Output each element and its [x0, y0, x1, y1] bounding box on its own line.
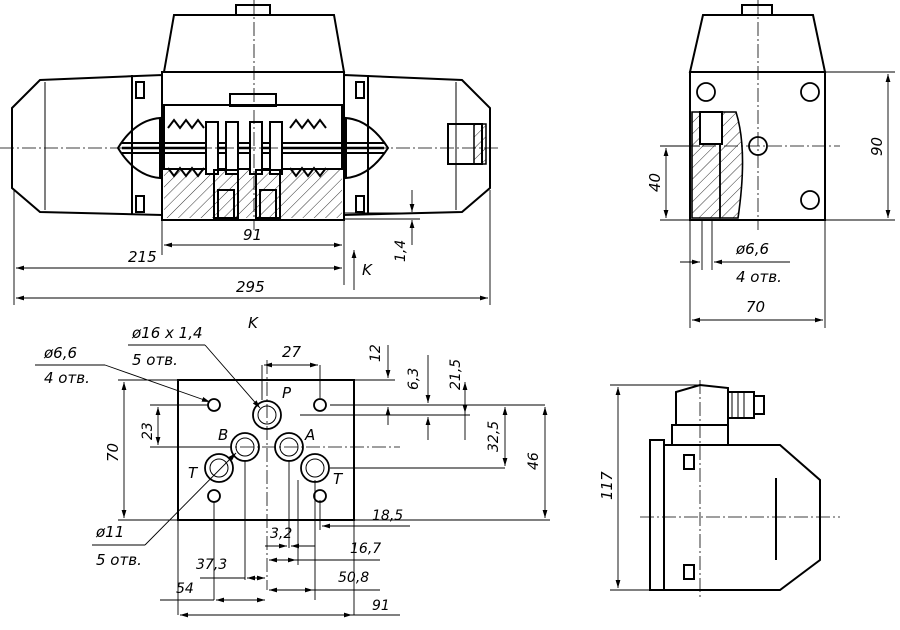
dim-117: 117 — [598, 471, 616, 500]
port-t-left — [204, 453, 234, 483]
left-spring — [167, 118, 205, 178]
dim-91-k: 91 — [372, 598, 390, 614]
dim-18-5: 18,5 — [372, 508, 403, 524]
dim-6-3: 6,3 — [406, 368, 422, 390]
dim-16-7: 16,7 — [350, 541, 381, 557]
port-count: 5 отв. — [96, 551, 142, 569]
dim-91-front: 91 — [243, 226, 262, 244]
dim-3-2: 3,2 — [270, 526, 292, 542]
dim-46: 46 — [526, 452, 542, 470]
port-label-p: P — [282, 384, 292, 402]
port-label-b: B — [218, 426, 228, 444]
dim-70-side: 70 — [746, 298, 765, 316]
dim-295: 295 — [236, 278, 265, 296]
dim-12: 12 — [368, 344, 384, 362]
p-port-count: 5 отв. — [132, 351, 178, 369]
port-label-t-left: T — [188, 464, 199, 482]
mount-hole-bl — [207, 489, 221, 503]
port-size: ø11 — [95, 523, 124, 541]
dim-37-3: 37,3 — [196, 557, 227, 573]
right-spring — [289, 118, 327, 178]
view-k-marker: K — [362, 261, 373, 279]
dim-54: 54 — [176, 581, 194, 597]
view-k: K P B A T T — [35, 314, 550, 618]
top-view: 117 — [598, 380, 840, 600]
mount-hole-tl — [207, 398, 221, 412]
mount-hole-tr — [313, 398, 327, 412]
side-view: 40 90 ø6,6 4 отв. 70 — [646, 0, 895, 328]
dim-90: 90 — [868, 137, 886, 156]
dim-1-4: 1,4 — [393, 240, 409, 262]
port-label-t-right: T — [333, 470, 344, 488]
dim-32-5: 32,5 — [486, 421, 502, 452]
dim-27: 27 — [282, 343, 302, 361]
mount-hole-count: 4 отв. — [44, 369, 90, 387]
side-hole-count: 4 отв. — [736, 268, 782, 286]
view-k-title: K — [248, 314, 259, 332]
dim-70-k: 70 — [104, 443, 122, 462]
dim-50-8: 50,8 — [338, 570, 369, 586]
port-t-right — [300, 453, 330, 483]
p-port-size: ø16 x 1,4 — [131, 324, 203, 342]
dim-215: 215 — [128, 248, 157, 266]
side-hole-size: ø6,6 — [735, 240, 769, 258]
port-label-a: A — [304, 426, 315, 444]
dim-21-5: 21,5 — [448, 359, 464, 390]
dim-40: 40 — [646, 173, 664, 192]
dim-23: 23 — [140, 422, 156, 440]
mount-hole-size: ø6,6 — [43, 344, 77, 362]
front-view: 91 215 295 1,4 K — [0, 0, 500, 305]
